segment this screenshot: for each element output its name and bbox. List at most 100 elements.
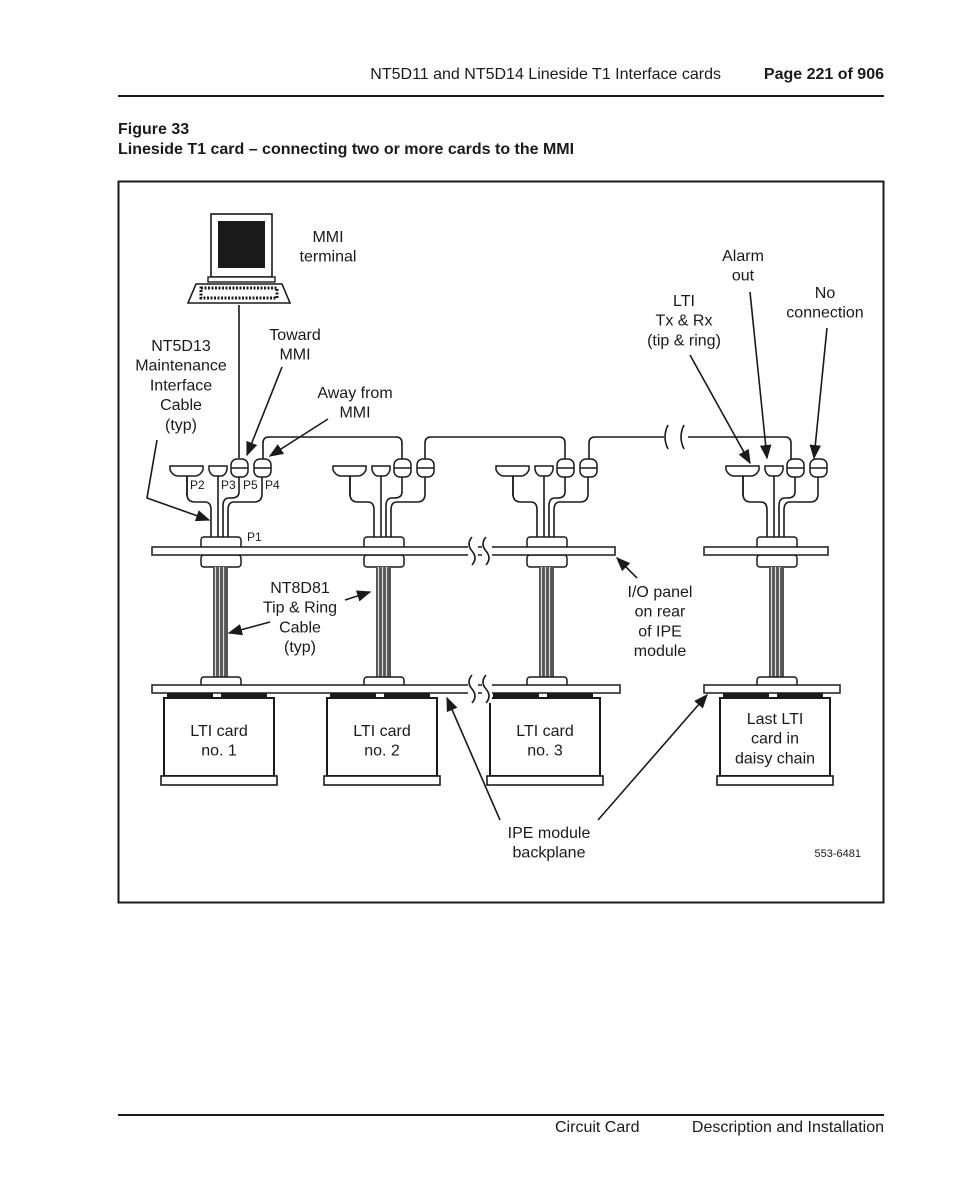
mmi-terminal-label-line: terminal <box>300 249 357 266</box>
tip-ring-cable <box>213 567 228 678</box>
card-faceplate <box>160 775 278 786</box>
toward-mmi-label-line: MMI <box>279 347 310 364</box>
alarm-out-label-line: Alarm <box>722 248 764 265</box>
p5-wire <box>222 477 240 538</box>
lti-txrx-label-line: LTI <box>673 293 695 310</box>
lti-txrx-label-line: Tx & Rx <box>656 313 713 330</box>
p2-wire <box>186 476 212 538</box>
card-label-line: LTI card <box>353 723 411 740</box>
footer-left: Circuit Card <box>555 1119 640 1136</box>
nt5d13-label-line: Interface <box>150 377 212 394</box>
toward-mmi-label-line: Toward <box>269 327 321 344</box>
backplane-label-line: backplane <box>513 845 586 862</box>
card-faceplate <box>323 775 441 786</box>
card-connector <box>167 693 213 698</box>
nt5d13-arrow <box>146 439 211 522</box>
card-faceplate <box>486 775 604 786</box>
break-mark <box>482 536 490 566</box>
connector-p2 <box>495 465 530 477</box>
io-panel-bar <box>151 546 616 556</box>
connector-p2 <box>725 465 760 477</box>
connector-p3 <box>764 465 784 477</box>
nt8d81-arrow-right <box>344 590 372 602</box>
backplane-arrow-right <box>597 693 708 821</box>
card-label-line: Last LTI <box>747 711 804 728</box>
io-panel-label-line: I/O panel <box>628 584 693 601</box>
card-label-line: no. 1 <box>201 743 237 760</box>
footer-right: Description and Installation <box>691 1119 884 1136</box>
break-mark <box>468 536 476 566</box>
port-label-p1: P1 <box>247 530 262 544</box>
p5-wire <box>385 477 403 538</box>
card-label-line: card in <box>751 731 799 748</box>
alarm-out-arrow <box>749 291 772 460</box>
io-panel-label-line: module <box>634 643 687 660</box>
p4-wire <box>553 477 589 538</box>
card-connector <box>493 693 539 698</box>
nt5d13-label-line: Maintenance <box>135 358 227 375</box>
tip-ring-cable <box>769 567 784 678</box>
no-connection-label-line: No <box>815 285 836 302</box>
p4-wire <box>783 477 819 538</box>
document-title: NT5D11 and NT5D14 Lineside T1 Interface … <box>370 66 721 83</box>
card-faceplate <box>716 775 834 786</box>
p5-wire <box>778 477 796 538</box>
connector-p3 <box>371 465 391 477</box>
port-label-p3: P3 <box>221 478 236 492</box>
connector-p3 <box>208 465 228 477</box>
nt8d81-label-line: (typ) <box>284 639 316 656</box>
no-connection-arrow <box>809 327 828 460</box>
nt8d81-label-line: NT8D81 <box>270 580 330 597</box>
port-label-p5: P5 <box>243 478 258 492</box>
break-mark <box>664 424 685 450</box>
nt5d13-label-line: NT5D13 <box>151 338 211 355</box>
away-from-mmi-label-line: Away from <box>317 385 392 402</box>
away-from-mmi-label-line: MMI <box>339 405 370 422</box>
nt5d13-label-line: (typ) <box>165 417 197 434</box>
tip-ring-cable <box>376 567 391 678</box>
p4-wire <box>227 477 263 538</box>
card-connector <box>384 693 430 698</box>
port-label-p4: P4 <box>265 478 280 492</box>
figure-id: 553-6481 <box>815 848 862 860</box>
away-from-mmi-arrow <box>268 418 329 457</box>
io-panel-arrow <box>615 556 638 579</box>
lti-card <box>489 697 601 777</box>
card-connector <box>221 693 267 698</box>
lti-card-assembly-4: Last LTI card in daisy chain <box>716 458 834 786</box>
terminal-icon <box>186 213 292 304</box>
io-panel-label-line: of IPE <box>638 623 682 640</box>
header-rule <box>118 95 884 97</box>
connector-p3 <box>534 465 554 477</box>
backplane-arrow-left <box>446 696 501 821</box>
no-connection-label-line: connection <box>786 305 863 322</box>
lti-card-assembly-2: LTI card no. 2 <box>323 458 441 786</box>
port-label-p2: P2 <box>190 478 205 492</box>
toward-mmi-arrow <box>246 366 283 457</box>
card-connector <box>723 693 769 698</box>
backplane-bar <box>151 684 621 694</box>
alarm-out-label-line: out <box>732 268 755 285</box>
daisy-chain-cable <box>588 436 792 459</box>
card-label-line: LTI card <box>516 723 574 740</box>
break-mark <box>482 674 490 704</box>
nt8d81-label-line: Tip & Ring <box>263 600 337 617</box>
lti-card-assembly-1: LTI card no. 1 <box>160 458 278 786</box>
p2-wire <box>349 476 375 538</box>
p2-wire <box>512 476 538 538</box>
figure-frame <box>117 180 885 904</box>
card-label-line: LTI card <box>190 723 248 740</box>
monitor-base <box>207 276 276 283</box>
card-label-line: no. 2 <box>364 743 400 760</box>
card-label-line: daisy chain <box>735 750 815 767</box>
p2-wire <box>742 476 768 538</box>
card-connector <box>547 693 593 698</box>
card-connector <box>777 693 823 698</box>
backplane-bar-last <box>703 684 841 694</box>
io-panel-bar-last <box>703 546 829 556</box>
footer-rule <box>118 1114 884 1116</box>
daisy-chain-cable <box>262 436 403 459</box>
nt5d13-label-line: Cable <box>160 397 202 414</box>
lti-txrx-label-line: (tip & ring) <box>647 332 721 349</box>
